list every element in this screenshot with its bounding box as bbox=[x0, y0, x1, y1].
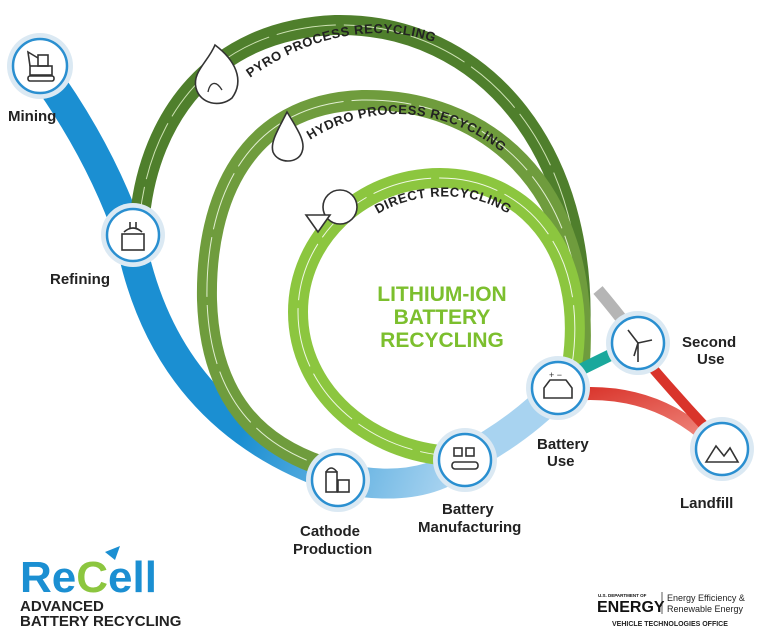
battery-use-node: + − bbox=[526, 356, 590, 420]
manufacturing-label-2: Manufacturing bbox=[418, 519, 521, 536]
landfill-icon bbox=[704, 444, 740, 463]
wind-turbine-icon bbox=[627, 329, 653, 362]
droplet-icon bbox=[271, 110, 304, 162]
car-icon: + − bbox=[543, 370, 573, 399]
bucket-icon bbox=[121, 222, 145, 251]
recell-tagline-1: ADVANCED bbox=[20, 598, 104, 615]
battery-use-label-2: Use bbox=[547, 453, 575, 470]
mining-node bbox=[7, 33, 73, 99]
excavator-icon bbox=[26, 50, 55, 82]
cathode-node bbox=[306, 448, 370, 512]
svg-text:+ −: + − bbox=[549, 370, 562, 380]
second-use-label-2: Use bbox=[697, 351, 725, 368]
cathode-label-1: Cathode bbox=[300, 523, 360, 540]
doe-logo: U.S. DEPARTMENT OF ENERGY Energy Efficie… bbox=[597, 592, 745, 628]
recell-wordmark: ReCell bbox=[20, 553, 157, 602]
mining-label: Mining bbox=[8, 108, 56, 125]
title-line-3: RECYCLING bbox=[380, 329, 504, 352]
battery-use-label-1: Battery bbox=[537, 436, 589, 453]
tank-icon bbox=[325, 467, 350, 493]
title-line-2: BATTERY bbox=[394, 306, 491, 329]
doe-wordmark: ENERGY bbox=[597, 599, 665, 616]
second-use-label-1: Second bbox=[682, 334, 736, 351]
refresh-icon bbox=[304, 189, 358, 234]
recell-tagline-2: BATTERY RECYCLING bbox=[20, 613, 181, 630]
eere-line-2: Renewable Energy bbox=[667, 604, 744, 614]
second-use-node bbox=[606, 311, 670, 375]
recell-logo: ReCell ADVANCED BATTERY RECYCLING bbox=[20, 546, 181, 630]
cathode-label-2: Production bbox=[293, 541, 372, 558]
conveyor-icon bbox=[451, 447, 479, 470]
refining-label: Refining bbox=[50, 271, 110, 288]
landfill-label: Landfill bbox=[680, 495, 733, 512]
manufacturing-label-1: Battery bbox=[442, 501, 494, 518]
manufacturing-node bbox=[433, 428, 497, 492]
eere-line-1: Energy Efficiency & bbox=[667, 593, 745, 603]
vto-text: VEHICLE TECHNOLOGIES OFFICE bbox=[612, 621, 728, 628]
refining-node bbox=[101, 203, 165, 267]
landfill-node bbox=[690, 417, 754, 481]
flame-icon bbox=[194, 43, 239, 105]
doe-small-text: U.S. DEPARTMENT OF bbox=[598, 593, 647, 598]
title-line-1: LITHIUM-ION bbox=[377, 283, 506, 306]
